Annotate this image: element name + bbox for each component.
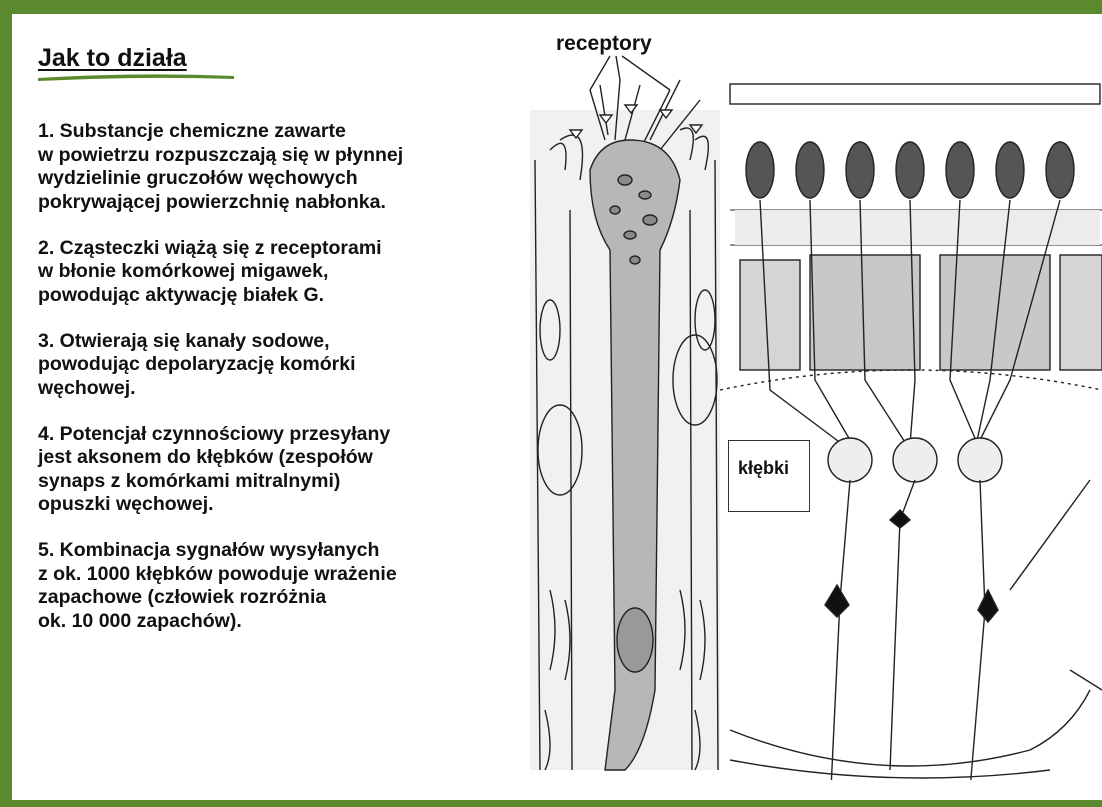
step-4-text: 4. Potencjał czynnościowy przesyłany jes… xyxy=(38,423,528,517)
frame-top-border xyxy=(0,0,1102,14)
receptor-cell-panel xyxy=(530,56,720,770)
step-3-text: 3. Otwierają się kanały sodowe, powodują… xyxy=(38,330,528,401)
glomeruli-label: kłębki xyxy=(738,458,789,479)
title-underline-swoosh xyxy=(36,70,236,82)
olfactory-diagram xyxy=(530,30,1102,780)
steps-list: 1. Substancje chemiczne zawarte w powiet… xyxy=(38,120,528,656)
step-1-text: 1. Substancje chemiczne zawarte w powiet… xyxy=(38,120,528,214)
receptors-label: receptory xyxy=(556,32,652,56)
olfactory-bulb-panel xyxy=(720,84,1102,780)
step-5-text: 5. Kombinacja sygnałów wysyłanych z ok. … xyxy=(38,539,528,633)
page-title: Jak to działa xyxy=(38,44,187,73)
frame-left-border xyxy=(0,0,12,807)
step-2-text: 2. Cząsteczki wiążą się z receptorami w … xyxy=(38,237,528,308)
frame-bottom-border xyxy=(0,800,1102,807)
